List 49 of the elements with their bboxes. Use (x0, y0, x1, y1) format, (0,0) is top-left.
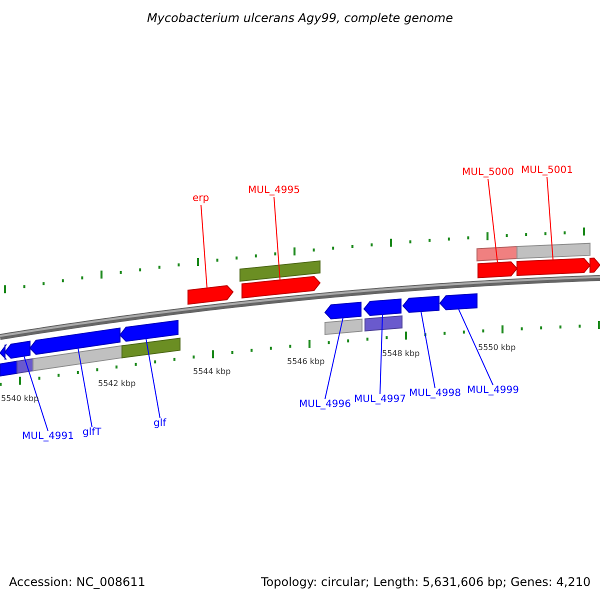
leader-line (488, 178, 498, 264)
gene-label: MUL_5001 (521, 166, 573, 176)
gene-label: MUL_4999 (467, 386, 519, 396)
gene-label: MUL_5000 (462, 168, 514, 178)
scale-label: 5550 kbp (477, 342, 517, 353)
gene-label: MUL_4996 (299, 400, 351, 410)
gene-label: MUL_4995 (248, 186, 300, 196)
gene-feature (0, 344, 8, 360)
scale-label: 5542 kbp (97, 379, 137, 390)
gene-feature (16, 358, 34, 374)
genome-summary-text: Topology: circular; Length: 5,631,606 bp; Genes: 4,210 (261, 576, 591, 588)
leader-line (546, 176, 554, 260)
gene-label: glfT (82, 428, 102, 438)
leader-line (78, 347, 92, 428)
leader-line (380, 314, 383, 394)
gene-feature (242, 276, 321, 298)
gene-feature (439, 293, 478, 310)
gene-feature (364, 315, 402, 332)
leader-line (420, 311, 436, 388)
title: Mycobacterium ulcerans Agy99, complete genome (146, 12, 454, 24)
leader-line (24, 356, 48, 432)
gene-feature (32, 345, 122, 372)
leader-line (200, 204, 208, 288)
gene-feature (478, 261, 518, 278)
gene-label: MUL_4998 (409, 389, 461, 399)
gene-feature (363, 298, 402, 316)
gene-feature (188, 285, 234, 305)
scale-label: 5546 kbp (286, 357, 326, 368)
gene-label: MUL_4991 (22, 432, 74, 442)
gene-feature (402, 296, 440, 313)
gene-label: glf (154, 419, 166, 429)
gene-feature (119, 320, 178, 342)
gene-feature (122, 338, 180, 358)
scale-label: 5548 kbp (381, 349, 421, 359)
gene-feature (240, 260, 320, 282)
leader-line (458, 308, 494, 386)
gene-feature (516, 242, 590, 260)
gene-feature (4, 340, 30, 359)
gene-feature (324, 318, 362, 335)
leader-line (274, 196, 280, 280)
gene-label: MUL_4997 (354, 395, 406, 405)
gene-feature (324, 302, 362, 320)
scale-label: 5544 kbp (192, 367, 232, 378)
leader-line (324, 317, 344, 400)
leader-line (146, 338, 160, 418)
gene-label: erp (192, 194, 210, 204)
gene-feature (476, 246, 518, 262)
accession-text: Accession: NC_008611 (9, 576, 146, 588)
gene-feature (0, 360, 18, 377)
